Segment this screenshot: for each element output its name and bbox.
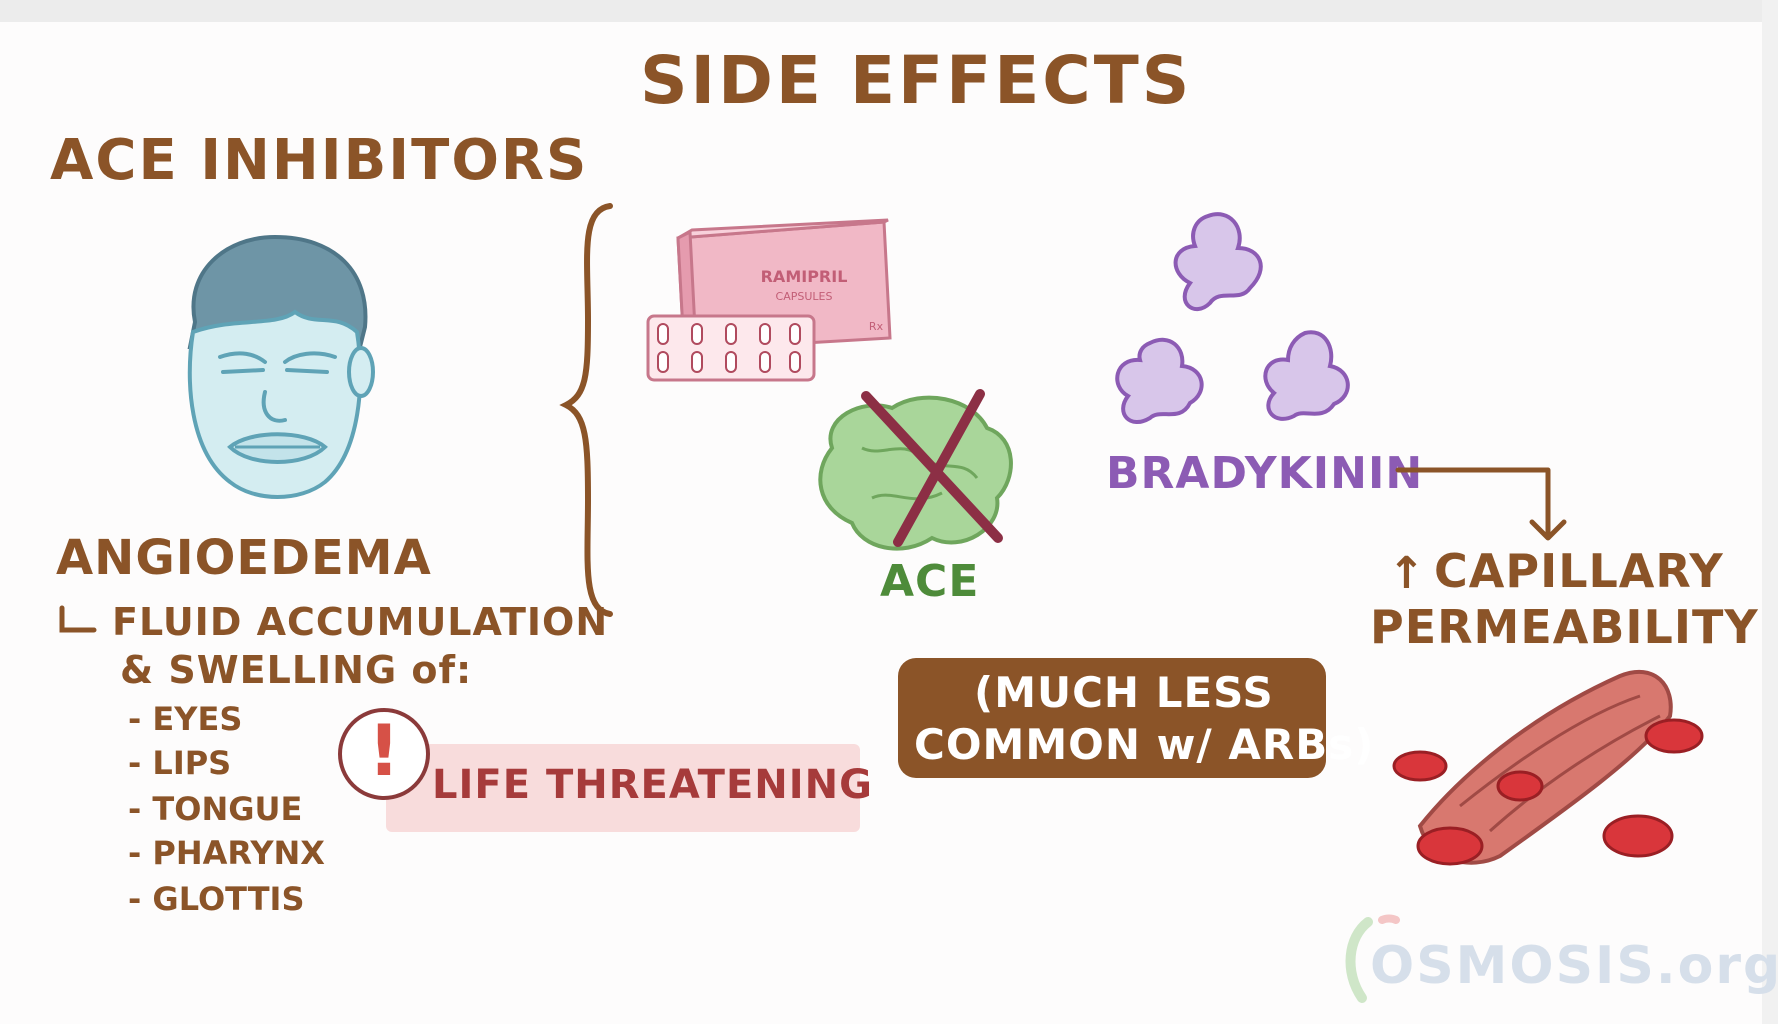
warning-label: LIFE THREATENING <box>432 762 873 808</box>
osmosis-logo-icon <box>1345 914 1400 1003</box>
note-box <box>898 658 1326 778</box>
scrollbar[interactable] <box>1762 0 1778 1024</box>
pill-box-sublabel: CAPSULES <box>776 290 833 303</box>
pill-box-label: RAMIPRIL <box>761 267 848 286</box>
page-title: SIDE EFFECTS <box>640 42 1193 119</box>
description-line1: FLUID ACCUMULATION <box>112 600 609 644</box>
pill-box-rx: Rx <box>869 320 884 333</box>
bradykinin-icon <box>1115 212 1350 425</box>
heading-ace-inhibitors: ACE INHIBITORS <box>50 128 589 193</box>
warning-box <box>386 744 860 832</box>
arrow-icon <box>1395 467 1567 541</box>
brace-icon <box>559 203 613 617</box>
condition-label: ANGIOEDEMA <box>56 530 432 586</box>
effect-line2: PERMEABILITY <box>1370 600 1759 654</box>
note-line1: (MUCH LESS <box>974 668 1274 717</box>
ace-enzyme-icon <box>818 395 1013 551</box>
note-line2: COMMON w/ ARBs) <box>914 720 1375 769</box>
symptom-item: - TONGUE <box>128 790 303 828</box>
enzyme-label: ACE <box>880 556 980 607</box>
symptom-item: - EYES <box>128 700 243 738</box>
increase-arrow: ↑ <box>1388 548 1425 599</box>
osmosis-logo: OSMOSIS.org <box>1370 936 1778 996</box>
symptom-item: - PHARYNX <box>128 834 325 872</box>
alert-icon: ! <box>338 708 430 800</box>
symptom-item: - LIPS <box>128 744 232 782</box>
blood-vessel-icon <box>1392 669 1704 866</box>
swollen-face-icon <box>187 234 375 499</box>
cross-out-icon <box>861 389 1003 547</box>
molecule-label: BRADYKININ <box>1106 448 1424 499</box>
tree-connector-icon <box>59 605 97 633</box>
symptom-item: - GLOTTIS <box>128 880 305 918</box>
description-line2: & SWELLING of: <box>120 648 473 692</box>
pill-box-icon: RAMIPRIL CAPSULES Rx <box>646 218 892 382</box>
effect-line1: CAPILLARY <box>1434 544 1724 598</box>
